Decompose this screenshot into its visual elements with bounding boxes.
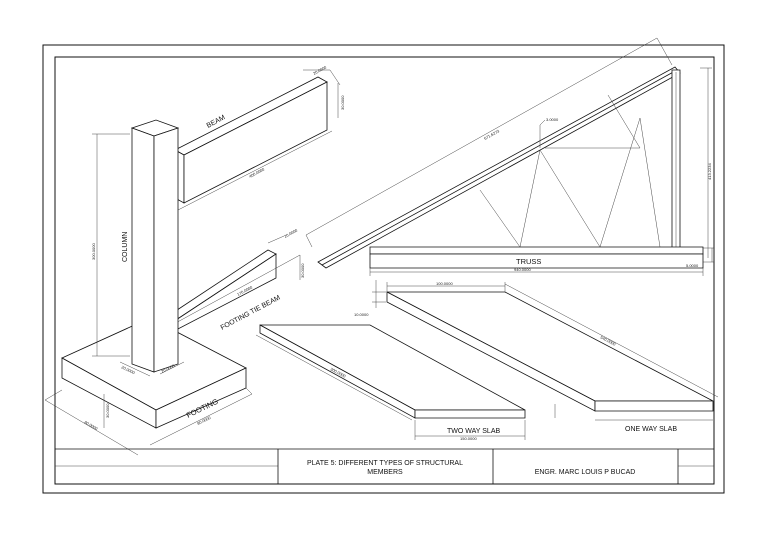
dim-two-way-width: 150.0000 (460, 436, 477, 441)
dim-truss-base: 5.0000 (686, 263, 699, 268)
two-way-slab-label: TWO WAY SLAB (447, 428, 500, 435)
beam-drawing: 400.0000 20.0000 30.0000 BEAM (174, 64, 345, 211)
tie-beam-drawing: 170.0000 20.0000 30.0000 FOOTING TIE BEA… (167, 227, 305, 332)
dim-tie-beam-width: 20.0000 (283, 227, 299, 239)
dim-slab-thickness: 10.0000 (354, 312, 369, 317)
dim-column-base-b: 20.0000 (160, 363, 176, 374)
plate-title-line2: MEMBERS (367, 469, 403, 476)
dim-beam-height: 30.0000 (340, 95, 345, 110)
dim-truss-slope: 671.6273 (483, 128, 501, 141)
dim-column-height: 300.0000 (91, 243, 96, 260)
one-way-slab-drawing: 100.0000 540.0000 10.0000 ONE WAY SLAB (354, 280, 719, 433)
plate-title-line1: PLATE 5: DIFFERENT TYPES OF STRUCTURAL (307, 460, 463, 467)
two-way-slab-drawing: 300.0000 150.0000 TWO WAY SLAB (255, 324, 526, 441)
author-name: ENGR. MARC LOUIS P BUCAD (535, 469, 636, 476)
column-label: COLUMN (122, 232, 129, 262)
dim-beam-width: 20.0000 (312, 64, 328, 76)
dim-truss-height: 413.2234 (707, 163, 712, 180)
dim-truss-top: 3.0000 (546, 117, 559, 122)
inner-border (54, 56, 715, 485)
dim-footing-a: 80.0000 (84, 420, 100, 432)
dim-footing-b: 80.0000 (196, 415, 212, 426)
one-way-slab-label: ONE WAY SLAB (625, 426, 677, 433)
outer-border (42, 44, 725, 494)
dim-footing-h: 30.0000 (105, 403, 110, 418)
dim-truss-span: 940.0000 (514, 267, 531, 272)
dim-one-way-width: 100.0000 (436, 281, 453, 286)
dim-column-base-a: 20.0000 (121, 364, 137, 375)
truss-drawing: 671.6273 413.2234 940.0000 3.0000 5.0000… (305, 37, 714, 276)
dim-tie-beam-height: 30.0000 (300, 263, 305, 278)
truss-label: TRUSS (516, 257, 541, 266)
title-block: PLATE 5: DIFFERENT TYPES OF STRUCTURAL M… (55, 448, 714, 484)
column-footing-drawing: 300.0000 COLUMN 20.0000 20.0000 80.0000 … (44, 119, 253, 456)
